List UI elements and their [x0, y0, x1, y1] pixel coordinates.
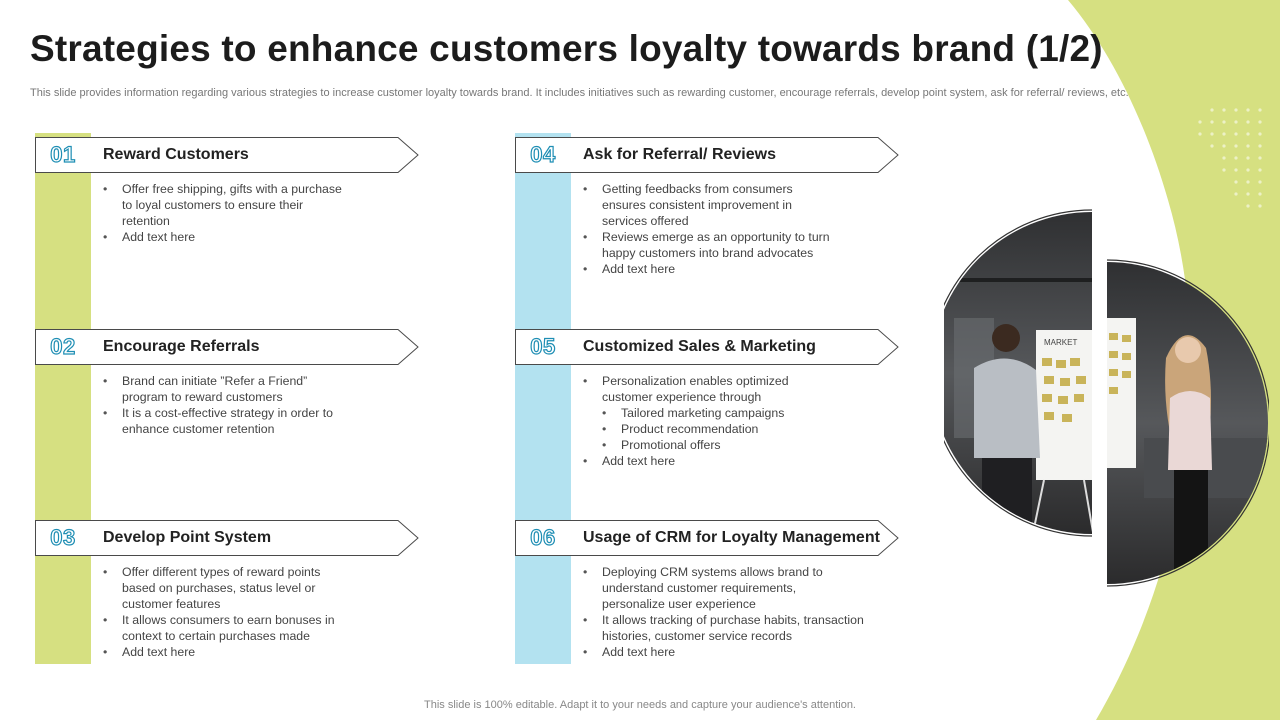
bullet-item: Personalization enables optimized custom…: [583, 373, 817, 405]
banner-arrow-shape: [515, 520, 899, 556]
card-bullets: Offer different types of reward points b…: [103, 564, 373, 660]
card-number: 01: [50, 141, 76, 167]
bullet-item: It is a cost-effective strategy in order…: [103, 405, 362, 437]
card-title: Usage of CRM for Loyalty Management: [583, 529, 880, 546]
bullet-item: Add text here: [103, 229, 373, 245]
card-title: Reward Customers: [103, 146, 249, 163]
card-number: 03: [50, 524, 76, 550]
card-title: Ask for Referral/ Reviews: [583, 146, 776, 163]
banner-arrow-shape: [35, 329, 419, 365]
card-number: 02: [50, 333, 76, 359]
bullet-item: Add text here: [583, 644, 853, 660]
footer-note: This slide is 100% editable. Adapt it to…: [424, 699, 856, 711]
card-bullets: Offer free shipping, gifts with a purcha…: [103, 181, 373, 245]
card-banner: 04 Ask for Referral/ Reviews: [515, 137, 900, 173]
card-banner: 06 Usage of CRM for Loyalty Management: [515, 520, 900, 556]
card-title: Customized Sales & Marketing: [583, 338, 816, 355]
card-banner: 01 Reward Customers: [35, 137, 420, 173]
page-subtitle: This slide provides information regardin…: [30, 87, 1129, 99]
card-banner: 03 Develop Point System: [35, 520, 420, 556]
right-accent-strip: [515, 133, 571, 664]
bullet-item: It allows consumers to earn bonuses in c…: [103, 612, 347, 644]
sub-bullet-item: Product recommendation: [602, 421, 853, 437]
bullet-item: Add text here: [583, 453, 853, 469]
photo-illustration: MARKET: [928, 209, 1271, 587]
bullet-item: Offer different types of reward points b…: [103, 564, 347, 612]
bullet-item: Reviews emerge as an opportunity to turn…: [583, 229, 857, 261]
card-banner: 02 Encourage Referrals: [35, 329, 420, 365]
card-bullets: Getting feedbacks from consumers ensures…: [583, 181, 853, 277]
banner-arrow-shape: [515, 137, 899, 173]
banner-arrow-shape: [515, 329, 899, 365]
card-number: 05: [530, 333, 556, 359]
bullet-item: Offer free shipping, gifts with a purcha…: [103, 181, 352, 229]
card-bullets: Brand can initiate ”Refer a Friend” prog…: [103, 373, 373, 437]
bullet-item: Add text here: [103, 644, 373, 660]
card-title: Encourage Referrals: [103, 338, 260, 355]
page-title: Strategies to enhance customers loyalty …: [30, 28, 1103, 69]
bullet-item: Deploying CRM systems allows brand to un…: [583, 564, 847, 612]
bullet-item: It allows tracking of purchase habits, t…: [583, 612, 892, 644]
banner-arrow-shape: [35, 137, 419, 173]
bullet-item: Add text here: [583, 261, 853, 277]
bullet-item: Getting feedbacks from consumers ensures…: [583, 181, 827, 229]
sub-bullet-item: Promotional offers: [602, 437, 853, 453]
sub-bullet-item: Tailored marketing campaigns: [602, 405, 853, 421]
card-banner: 05 Customized Sales & Marketing: [515, 329, 900, 365]
banner-arrow-shape: [35, 520, 419, 556]
card-number: 06: [530, 524, 556, 550]
bullet-item: Brand can initiate ”Refer a Friend” prog…: [103, 373, 342, 405]
team-meeting-photo: MARKET: [928, 208, 1271, 588]
card-bullets: Personalization enables optimized custom…: [583, 373, 853, 469]
left-accent-strip: [35, 133, 91, 664]
card-title: Develop Point System: [103, 529, 272, 546]
card-number: 04: [530, 141, 556, 167]
whiteboard-text: MARKET: [1044, 338, 1077, 347]
card-bullets: Deploying CRM systems allows brand to un…: [583, 564, 864, 660]
